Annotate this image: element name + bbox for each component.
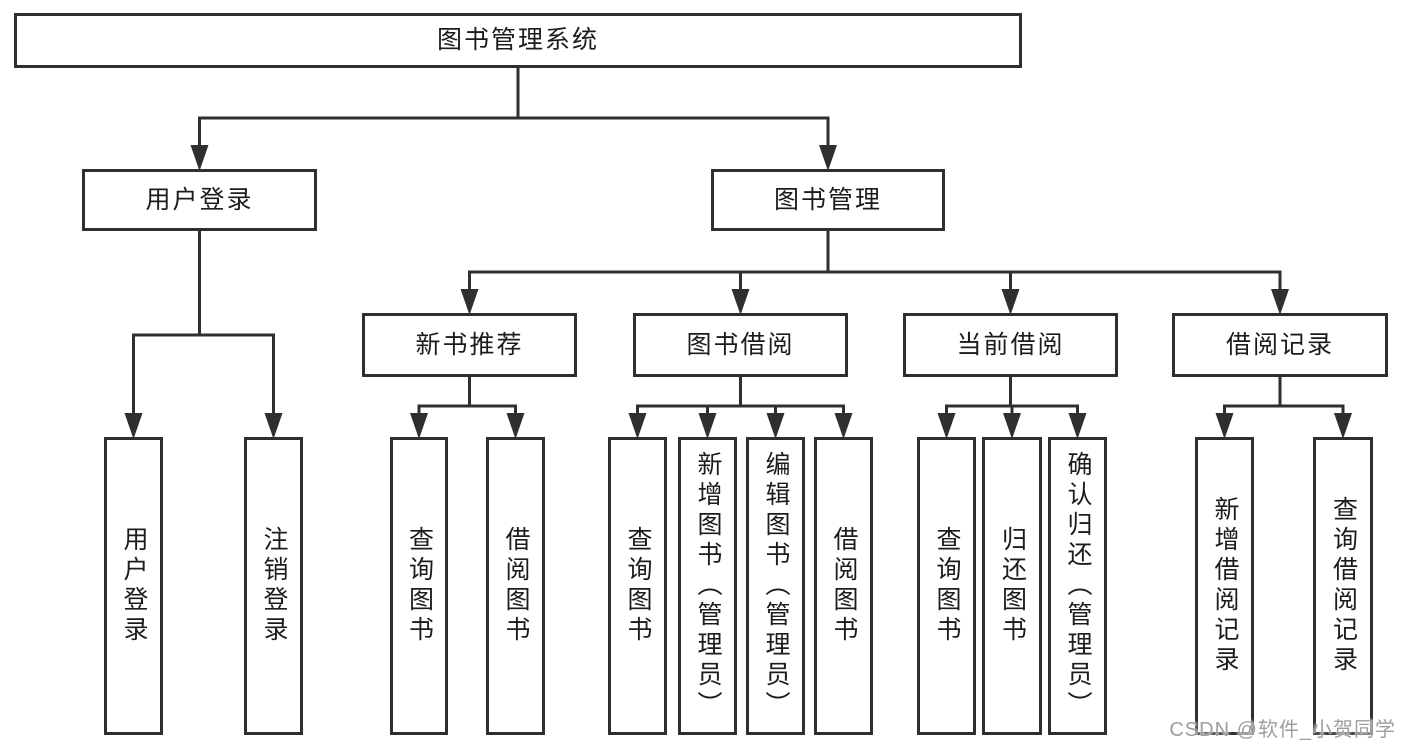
node-borrowing-records: 借阅记录 bbox=[1172, 313, 1388, 377]
node-label: 编辑图书（管理员） bbox=[762, 451, 790, 721]
node-label: 新书推荐 bbox=[415, 330, 524, 359]
node-user-login: 用户登录 bbox=[82, 169, 317, 231]
node-label: 查询图书 bbox=[624, 526, 652, 646]
node-label: 图书管理 bbox=[773, 185, 882, 214]
leaf-logout: 注销登录 bbox=[244, 437, 303, 735]
node-book-borrowing: 图书借阅 bbox=[633, 313, 848, 377]
node-label: 归还图书 bbox=[998, 526, 1027, 646]
node-label: 查询图书 bbox=[405, 526, 434, 646]
node-new-book-recommendation: 新书推荐 bbox=[362, 313, 577, 377]
leaf-query-books-recommend: 查询图书 bbox=[390, 437, 448, 735]
leaf-add-book-admin: 新增图书（管理员） bbox=[678, 437, 737, 735]
leaf-return-book: 归还图书 bbox=[982, 437, 1042, 735]
node-label: 新增借阅记录 bbox=[1211, 496, 1239, 676]
node-label: 借阅图书 bbox=[830, 526, 858, 646]
leaf-query-books-current: 查询图书 bbox=[917, 437, 976, 735]
node-label: 注销登录 bbox=[260, 526, 288, 646]
node-label: 确认归还（管理员） bbox=[1064, 451, 1092, 721]
node-label: 借阅记录 bbox=[1225, 330, 1334, 359]
node-label: 查询图书 bbox=[933, 526, 961, 646]
node-label: 图书借阅 bbox=[686, 330, 795, 359]
leaf-borrow-books-recommend: 借阅图书 bbox=[486, 437, 545, 735]
node-label: 新增图书（管理员） bbox=[694, 451, 722, 721]
leaf-confirm-return-admin: 确认归还（管理员） bbox=[1048, 437, 1107, 735]
leaf-query-books-borrow: 查询图书 bbox=[608, 437, 667, 735]
node-label: 图书管理系统 bbox=[436, 26, 599, 54]
leaf-add-borrow-record: 新增借阅记录 bbox=[1195, 437, 1254, 735]
leaf-user-login: 用户登录 bbox=[104, 437, 163, 735]
leaf-borrow-books-2: 借阅图书 bbox=[814, 437, 873, 735]
node-book-management: 图书管理 bbox=[711, 169, 945, 231]
node-label: 用户登录 bbox=[120, 526, 148, 646]
node-label: 当前借阅 bbox=[956, 330, 1065, 359]
leaf-edit-book-admin: 编辑图书（管理员） bbox=[746, 437, 805, 735]
node-current-borrowing: 当前借阅 bbox=[903, 313, 1118, 377]
node-label: 借阅图书 bbox=[502, 526, 530, 646]
node-label: 查询借阅记录 bbox=[1329, 496, 1358, 676]
node-library-management-system: 图书管理系统 bbox=[14, 13, 1022, 68]
watermark: CSDN @软件_小贺同学 bbox=[1169, 719, 1396, 741]
leaf-query-borrow-record: 查询借阅记录 bbox=[1313, 437, 1373, 735]
node-label: 用户登录 bbox=[145, 185, 254, 214]
